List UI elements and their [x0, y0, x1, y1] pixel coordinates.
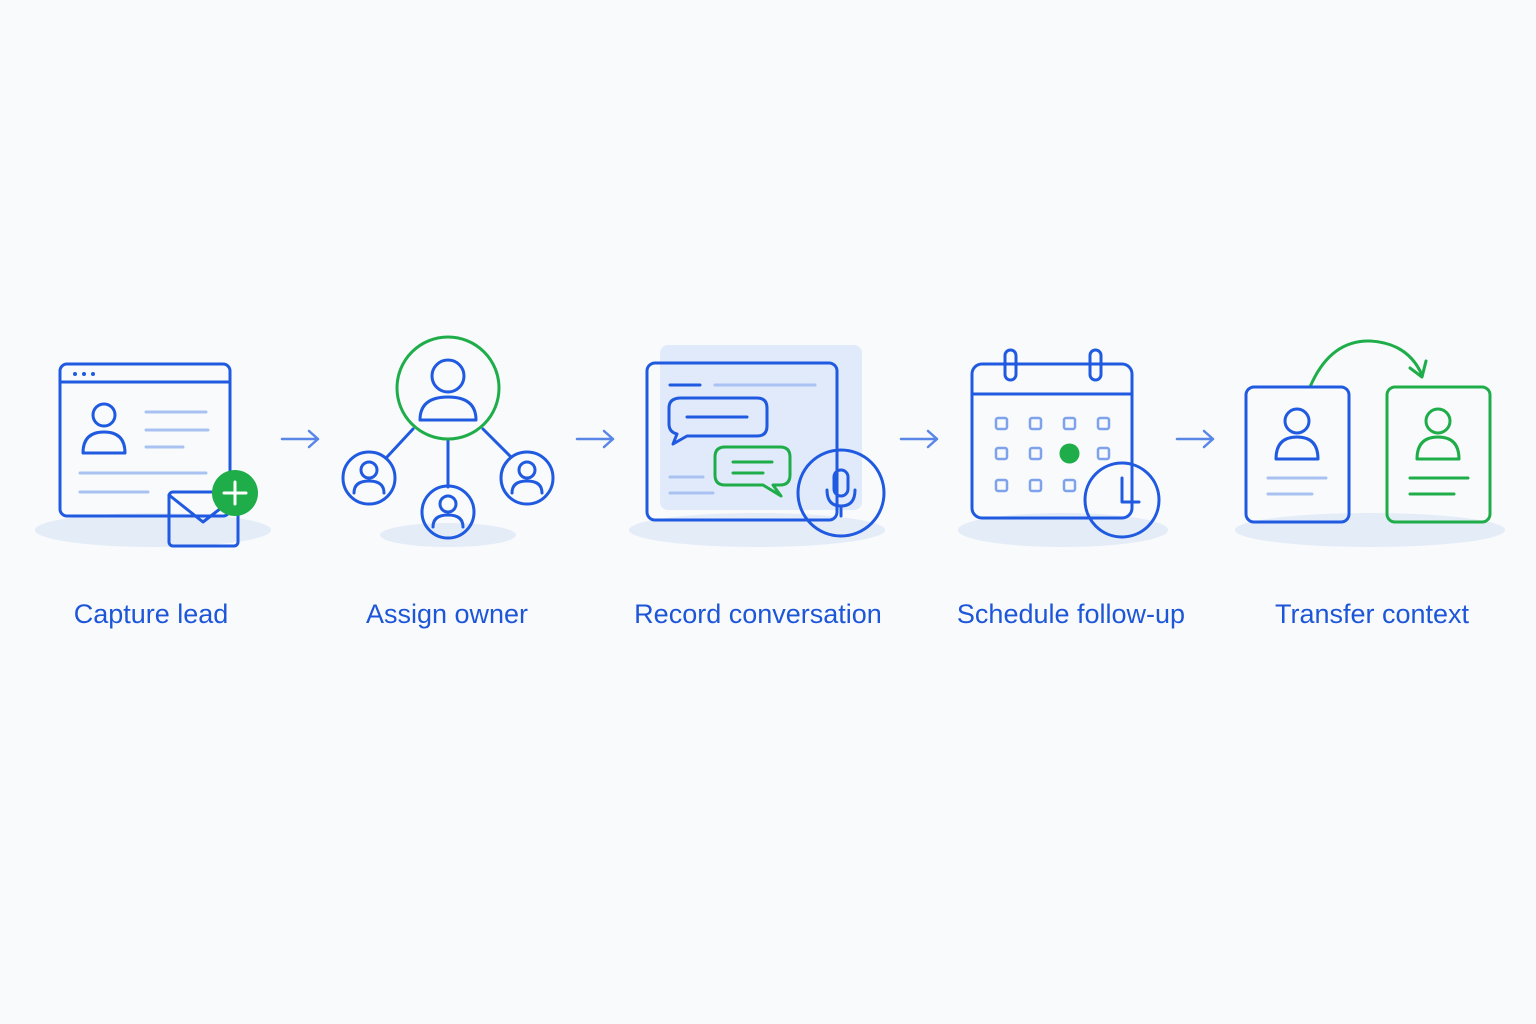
step-label-schedule-follow-up: Schedule follow-up — [956, 599, 1186, 629]
web-form-email-plus-icon — [28, 350, 278, 555]
calendar-clock-icon — [955, 340, 1175, 555]
step-label-record-conversation: Record conversation — [634, 599, 882, 629]
chat-microphone-icon — [625, 340, 895, 555]
step-label-capture-lead: Capture lead — [73, 599, 229, 629]
step-label-transfer-context: Transfer context — [1274, 599, 1470, 629]
arrow-right-icon — [575, 428, 617, 450]
owner-network-icon — [333, 330, 563, 555]
arrow-right-icon — [280, 428, 322, 450]
step-label-assign-owner: Assign owner — [365, 599, 529, 629]
arrow-right-icon — [899, 428, 941, 450]
arrow-right-icon — [1175, 428, 1217, 450]
contact-card-transfer-icon — [1230, 335, 1510, 555]
